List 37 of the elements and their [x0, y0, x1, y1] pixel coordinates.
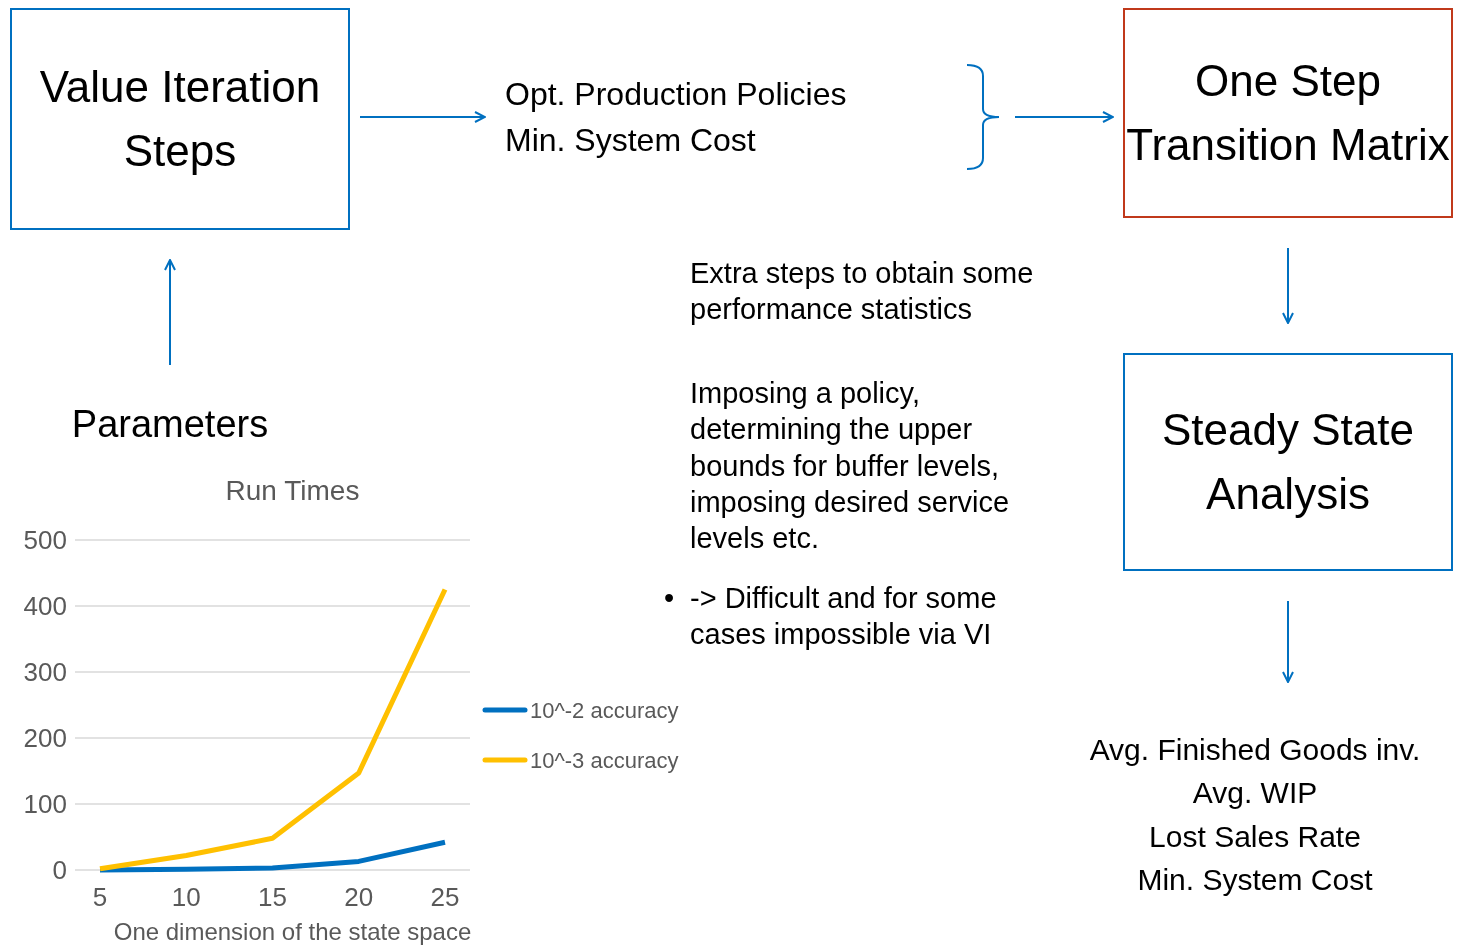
note-text: Extra steps to obtain some performance statistics [690, 256, 1035, 328]
tick-label: 300 [23, 657, 67, 687]
arrow [1282, 247, 1294, 324]
process-box [10, 8, 350, 230]
arrow [359, 111, 486, 123]
tick-label: 5 [92, 882, 108, 912]
tick-label: 25 [430, 882, 460, 912]
tick-label: 15 [258, 882, 287, 912]
tick-label: 10 [171, 882, 201, 912]
tick-label: 500 [23, 525, 67, 555]
chart-title: Run Times [225, 475, 360, 506]
node-text: Avg. WIP [1192, 775, 1318, 811]
tick-label: 100 [23, 789, 67, 819]
node-text: Min. System Cost [505, 121, 756, 160]
tick-label: 400 [23, 591, 67, 621]
tick-label: 20 [344, 882, 374, 912]
bullet-mark: • [664, 581, 676, 616]
node-text: Min. System Cost [1137, 862, 1373, 898]
process-box [1123, 353, 1453, 571]
arrow [1014, 111, 1114, 123]
box-title: One Step Transition Matrix [1125, 55, 1451, 171]
arrow [164, 259, 176, 366]
box-title: Value Iteration Steps [38, 61, 322, 177]
legend-text: 10^-2 accuracy [530, 698, 679, 723]
node-text: Lost Sales Rate [1149, 818, 1361, 855]
process-box [1123, 8, 1453, 218]
box-title: Steady State Analysis [1161, 404, 1415, 520]
arrow [1282, 600, 1294, 683]
axis-title: One dimension of the state space [113, 918, 472, 945]
legend-text: 10^-3 accuracy [530, 748, 679, 773]
tick-label: 0 [52, 855, 67, 885]
note-text: Imposing a policy, determining the upper bounds for buffer levels, imposing desired service levels etc. [690, 376, 1011, 556]
node-text: Parameters [71, 402, 269, 448]
node-text: Opt. Production Policies [505, 74, 847, 114]
node-text: Avg. Finished Goods inv. [1089, 731, 1421, 768]
note-text: -> Difficult and for some cases impossible via VI [690, 581, 998, 653]
tick-label: 200 [23, 723, 67, 753]
